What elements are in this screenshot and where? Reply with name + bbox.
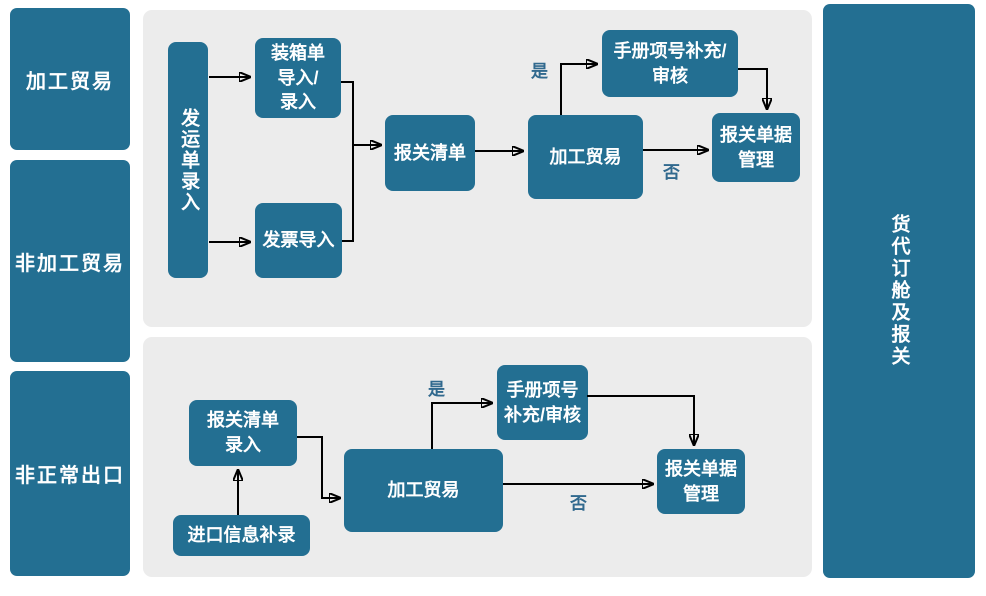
- no-label-top: 否: [663, 163, 680, 182]
- node-label: 发票导入: [262, 230, 335, 251]
- node-packing-list-import: 装箱单 导入/ 录入: [255, 38, 341, 118]
- node-shipping-order-entry: 发运单录入: [168, 42, 208, 278]
- lane-non-processing-trade: 非加工贸易: [10, 160, 130, 362]
- no-label-bottom: 否: [570, 494, 587, 513]
- node-label-line: 装箱单: [271, 42, 325, 63]
- node-label: 进口信息补录: [187, 525, 296, 546]
- node-label-line: 报关清单: [207, 410, 279, 431]
- yes-label-top: 是: [531, 62, 548, 81]
- lane-label: 加工贸易: [26, 70, 114, 93]
- lane-label: 货代订舱及报关: [888, 214, 910, 368]
- node-label-line: 报关单据: [720, 124, 792, 145]
- node-label-line: 报关单据: [665, 458, 737, 479]
- node-label-line: 补充/审核: [503, 404, 581, 425]
- node-declaration-list-entry: 报关清单 录入: [189, 400, 297, 466]
- node-label-line: 录入: [280, 92, 316, 113]
- node-invoice-import: 发票导入: [255, 203, 342, 278]
- node-label: 报关清单: [394, 142, 466, 163]
- node-label-line: 手册项号补充/: [613, 40, 727, 61]
- node-import-info-supplement: 进口信息补录: [173, 515, 310, 556]
- node-processing-trade-bottom: 加工贸易: [344, 449, 503, 532]
- node-label: 加工贸易: [387, 480, 460, 501]
- lane-label: 非正常出口: [15, 465, 125, 487]
- lane-freight-booking-customs: 货代订舱及报关: [823, 4, 975, 578]
- node-label-line: 管理: [683, 483, 719, 504]
- lane-processing-trade: 加工贸易: [10, 8, 130, 150]
- node-label-line: 审核: [652, 65, 688, 86]
- node-processing-trade-top: 加工贸易: [528, 115, 643, 199]
- node-declaration-list: 报关清单: [385, 115, 475, 191]
- node-doc-management-bottom: 报关单据 管理: [657, 449, 745, 514]
- node-manual-item-supplement-top: 手册项号补充/ 审核: [602, 30, 738, 97]
- node-label-line: 导入/: [277, 67, 319, 88]
- yes-label-bottom: 是: [428, 380, 445, 399]
- node-label-line: 录入: [225, 435, 261, 455]
- node-manual-item-supplement-bottom: 手册项号 补充/审核: [497, 365, 588, 440]
- node-label: 加工贸易: [549, 146, 622, 167]
- node-label-line: 管理: [738, 149, 774, 170]
- node-label: 发运单录入: [178, 107, 200, 213]
- lane-label: 非加工贸易: [15, 252, 125, 275]
- node-label-line: 手册项号: [506, 379, 579, 400]
- node-doc-management-top: 报关单据 管理: [712, 113, 800, 182]
- lane-abnormal-export: 非正常出口: [10, 371, 130, 576]
